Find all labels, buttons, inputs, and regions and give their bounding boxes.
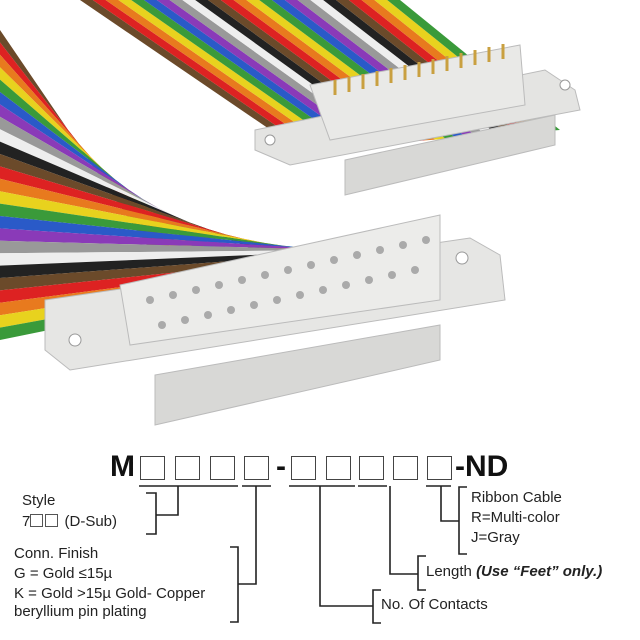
finish-k: K = Gold >15µ Gold- Copper — [14, 585, 206, 602]
socket-icon — [181, 316, 189, 324]
socket-icon — [353, 251, 361, 259]
upper-ribbon-wire — [105, 0, 332, 149]
mount-hole-icon — [68, 333, 82, 347]
socket-icon — [319, 286, 327, 294]
mount-hole-icon — [559, 79, 571, 91]
socket-icon — [215, 281, 223, 289]
socket-icon — [365, 276, 373, 284]
lower-ribbon-wire — [0, 250, 394, 291]
socket-icon — [204, 311, 212, 319]
code-box — [359, 456, 384, 480]
part-prefix: M — [110, 450, 135, 483]
socket-icon — [273, 296, 281, 304]
socket-icon — [307, 261, 315, 269]
style-prefix: 7 — [22, 513, 31, 530]
code-box — [244, 456, 269, 480]
code-box — [210, 456, 235, 480]
lower-ribbon-wire — [0, 240, 359, 254]
code-box — [393, 456, 418, 480]
socket-icon — [342, 281, 350, 289]
mount-hole-icon — [455, 251, 469, 265]
code-box — [427, 456, 452, 480]
lower-ribbon-wire — [0, 228, 348, 250]
length-title: Length — [426, 563, 472, 580]
upper-ribbon-wire — [80, 0, 311, 150]
upper-ribbon-wire — [92, 0, 321, 150]
finish-title: Conn. Finish — [14, 545, 99, 562]
socket-icon — [411, 266, 419, 274]
style-title: Style — [22, 492, 56, 509]
lower-connector-body — [154, 324, 441, 426]
code-box — [140, 456, 165, 480]
lower-connector-shell — [119, 214, 441, 346]
socket-icon — [169, 291, 177, 299]
socket-icon — [330, 256, 338, 264]
mount-hole-icon — [264, 134, 276, 146]
style-value: 7 (D-Sub) — [22, 512, 117, 532]
upper-ribbon-wire — [144, 0, 363, 146]
style-suffix: (D-Sub) — [64, 513, 118, 530]
part-suffix: -ND — [455, 450, 509, 483]
ribbon-title: Ribbon Cable — [471, 489, 562, 506]
socket-icon — [158, 321, 166, 329]
socket-icon — [261, 271, 269, 279]
socket-icon — [146, 296, 154, 304]
upper-connector-body — [344, 114, 556, 196]
finish-g: G = Gold ≤15µ — [14, 565, 113, 582]
ribbon-r: R=Multi-color — [471, 509, 560, 526]
code-box — [291, 456, 316, 480]
socket-icon — [227, 306, 235, 314]
socket-icon — [399, 241, 407, 249]
socket-icon — [284, 266, 292, 274]
upper-ribbon-wire — [118, 0, 342, 148]
socket-icon — [388, 271, 396, 279]
code-box — [175, 456, 200, 480]
ribbon-j: J=Gray — [471, 529, 520, 546]
socket-icon — [376, 246, 384, 254]
upper-connector-shell — [309, 44, 526, 141]
finish-k2: beryllium pin plating — [14, 603, 147, 620]
part-dash: - — [276, 450, 286, 483]
socket-icon — [238, 276, 246, 284]
socket-icon — [296, 291, 304, 299]
length-note: (Use “Feet” only.) — [476, 563, 603, 580]
upper-ribbon-wire — [131, 0, 352, 147]
socket-icon — [422, 236, 430, 244]
socket-icon — [192, 286, 200, 294]
length-label: Length (Use “Feet” only.) — [426, 562, 602, 582]
contacts-title: No. Of Contacts — [381, 596, 488, 613]
code-box — [326, 456, 351, 480]
socket-icon — [250, 301, 258, 309]
